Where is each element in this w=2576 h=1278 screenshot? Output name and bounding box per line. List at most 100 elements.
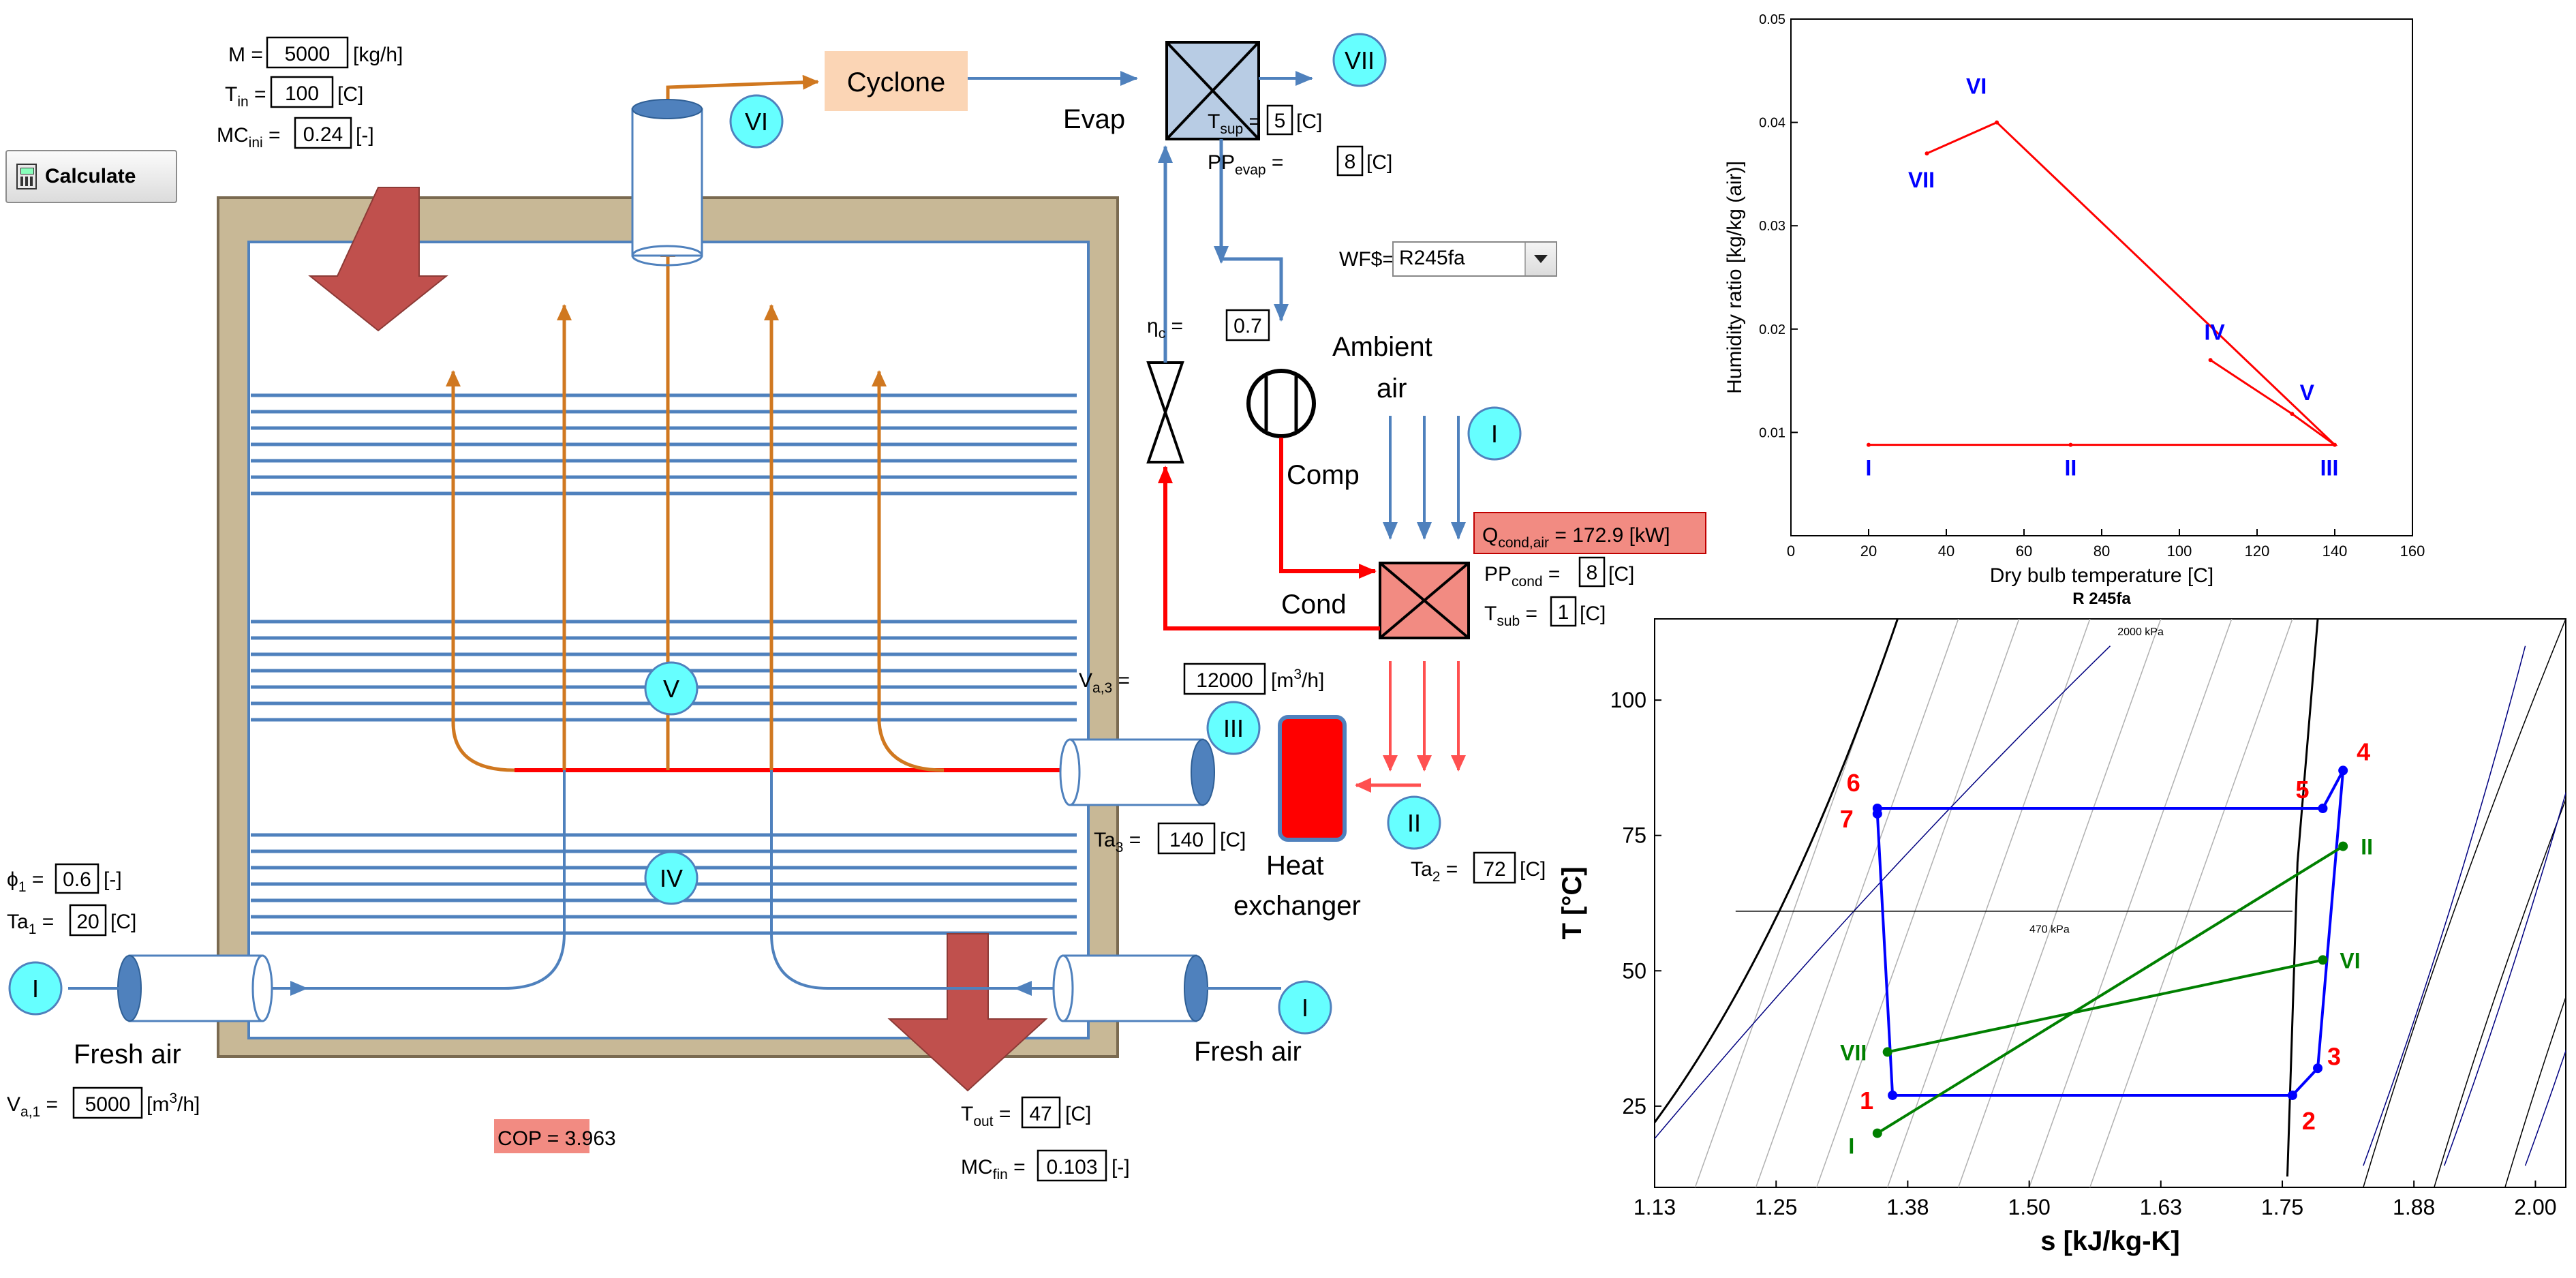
PP-evap-field: PPevap = 8 [C] — [1208, 145, 1392, 178]
hot-air-inlet-duct — [1059, 738, 1215, 806]
psy-x-tick-label: 160 — [2400, 543, 2425, 560]
svg-text:0.7: 0.7 — [1233, 315, 1262, 337]
evap-label: Evap — [1063, 104, 1125, 134]
ts-air-point — [1872, 1128, 1882, 1138]
Ta2-input[interactable] — [1473, 851, 1516, 884]
svg-text:V: V — [663, 675, 679, 703]
ts-isobar-black — [2504, 995, 2566, 1187]
svg-text:[-]: [-] — [104, 868, 122, 891]
Ta3-input[interactable] — [1157, 822, 1216, 855]
ts-isobar-label: 470 kPa — [2029, 924, 2070, 936]
expansion-valve-symbol — [1146, 361, 1184, 463]
cyclone-box — [825, 51, 968, 111]
ts-quality-line — [1815, 619, 2020, 1187]
cyclone-label: Cyclone — [847, 67, 946, 97]
PP-cond-field: PPcond = 8 [C] — [1484, 556, 1634, 590]
svg-text:20: 20 — [76, 911, 99, 933]
psy-plot-frame — [1790, 18, 2413, 536]
svg-text:Tin =: Tin = — [225, 83, 266, 110]
svg-text:[C]: [C] — [1220, 829, 1246, 851]
ts-background-curves — [1655, 619, 2566, 1187]
PP-cond-input[interactable] — [1578, 556, 1606, 588]
state-badges: I I I II III IV V VI VII — [8, 33, 1522, 1035]
svg-text:5: 5 — [1274, 110, 1286, 132]
svg-text:[C]: [C] — [1065, 1103, 1091, 1125]
ts-isobar-navy — [2524, 1049, 2566, 1166]
ts-x-tick-label: 1.13 — [1634, 1195, 1676, 1219]
phi1-field: ϕ1 = 0.6 [-] — [7, 863, 122, 895]
badge-I-right: I — [1278, 980, 1332, 1035]
psy-point — [2290, 412, 2295, 416]
ts-cycle-point-label: 5 — [2295, 776, 2309, 804]
psy-point — [1867, 442, 1871, 447]
T-in-input[interactable] — [270, 76, 334, 108]
ts-cycle-point — [1888, 1090, 1898, 1100]
svg-text:PPevap =: PPevap = — [1208, 151, 1283, 178]
svg-text:[C]: [C] — [110, 911, 136, 933]
ts-saturation-vapor — [2286, 619, 2319, 1177]
comp-to-cond-line — [1279, 438, 1377, 579]
MC-ini-input[interactable] — [294, 117, 352, 149]
V-a3-input[interactable] — [1183, 663, 1266, 695]
ts-cycle-point — [2318, 804, 2328, 813]
svg-text:8: 8 — [1586, 562, 1598, 584]
ts-y-tick-label: 50 — [1622, 958, 1646, 983]
T-sub-input[interactable] — [1550, 596, 1577, 627]
ts-y-tick-label: 25 — [1622, 1094, 1646, 1119]
badge-II: II — [1387, 795, 1441, 850]
heat-label: Heat — [1266, 851, 1324, 881]
svg-text:[C]: [C] — [1366, 151, 1392, 174]
fresh-air-inlet-duct-right — [1052, 954, 1281, 1022]
psy-point — [2208, 358, 2213, 363]
eta-c-input[interactable] — [1225, 309, 1270, 341]
svg-text:Tsub =: Tsub = — [1484, 603, 1537, 629]
ts-air-point — [2338, 841, 2348, 851]
ts-plot-frame — [1654, 618, 2566, 1188]
calculate-button[interactable]: Calculate — [5, 150, 177, 203]
svg-text:III: III — [1223, 714, 1244, 742]
ts-x-tick-label: 1.38 — [1886, 1195, 1929, 1219]
ts-x-tick-label: 1.63 — [2140, 1195, 2182, 1219]
svg-text:[kg/h]: [kg/h] — [353, 44, 403, 66]
PP-evap-input[interactable] — [1336, 145, 1364, 177]
svg-text:1: 1 — [1558, 601, 1569, 624]
shelf-group-top — [251, 393, 1077, 496]
svg-text:[C]: [C] — [1580, 603, 1606, 625]
ts-cycle-point — [1872, 808, 1882, 819]
ts-air-process-line — [1876, 845, 2344, 1135]
working-fluid-select[interactable]: R245fa — [1392, 241, 1557, 277]
V-a1-input[interactable] — [72, 1086, 143, 1119]
svg-text:M =: M = — [228, 44, 263, 66]
ts-cycle-point — [2313, 1063, 2323, 1074]
calculate-button-label: Calculate — [45, 165, 136, 187]
psy-x-tick-label: 120 — [2245, 543, 2270, 560]
psy-y-axis-label: Humidity ratio [kg/kg (air)] — [1723, 161, 1746, 394]
ts-air-process-line — [1887, 958, 2323, 1054]
psy-y-tick-label: 0.02 — [1759, 322, 1785, 337]
ts-x-tick-label: 1.25 — [1755, 1195, 1797, 1219]
psy-point — [1925, 151, 1929, 156]
ambient-label: Ambient — [1332, 332, 1432, 362]
cond-label: Cond — [1281, 590, 1347, 620]
fresh-air-inlet-duct-left — [68, 954, 273, 1022]
svg-text:5000: 5000 — [285, 43, 331, 65]
svg-text:MCini =: MCini = — [217, 124, 281, 151]
svg-text:ϕ1 =: ϕ1 = — [7, 868, 44, 895]
svg-text:Ta2 =: Ta2 = — [1411, 858, 1458, 885]
svg-text:ηc =: ηc = — [1147, 315, 1183, 341]
psy-point-label: II — [2065, 456, 2077, 481]
svg-text:8: 8 — [1345, 151, 1356, 173]
T-sup-input[interactable] — [1266, 104, 1293, 136]
Ta1-input[interactable] — [69, 904, 107, 937]
M-input[interactable] — [266, 36, 349, 69]
psy-point-label: VI — [1966, 74, 1987, 99]
badge-III: III — [1206, 701, 1261, 755]
phi1-input[interactable] — [55, 863, 99, 894]
svg-text:II: II — [1407, 809, 1421, 837]
ts-cycle-point-label: 6 — [1847, 769, 1860, 797]
chevron-down-icon[interactable] — [1524, 243, 1556, 275]
ts-isobar-navy — [2444, 791, 2566, 1166]
svg-text:5000: 5000 — [85, 1093, 131, 1116]
